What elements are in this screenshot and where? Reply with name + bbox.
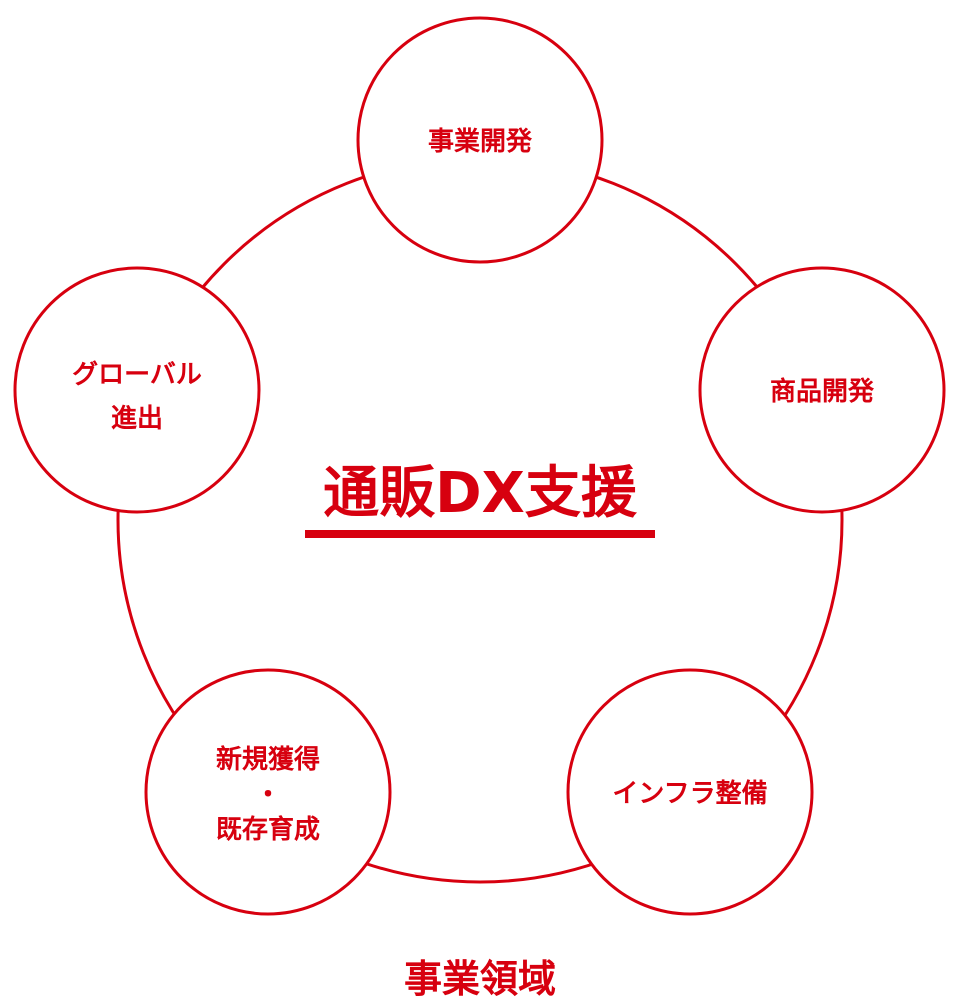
node-product-development: 商品開発	[698, 266, 946, 514]
node-global-expansion: グローバル 進出	[13, 266, 261, 514]
center-title-underline	[305, 530, 655, 538]
node-label-line: 商品開発	[770, 376, 875, 407]
node-label-line: 新規獲得	[216, 744, 320, 775]
node-label-line: 事業開発	[428, 127, 533, 157]
node-label-line: インフラ整備	[612, 778, 767, 809]
node-circle	[698, 266, 946, 514]
node-label-line: グローバル	[72, 360, 202, 390]
node-infrastructure: インフラ整備	[566, 668, 814, 916]
footer-label: 事業領域	[404, 957, 556, 1001]
node-label-line: 進出	[111, 404, 163, 434]
center-title: 通販DX支援	[323, 461, 638, 526]
node-acquisition-retention: 新規獲得 ・ 既存育成	[144, 668, 392, 916]
node-circle	[13, 266, 261, 514]
node-label-separator: ・	[255, 780, 281, 810]
node-circle	[566, 668, 814, 916]
node-business-development: 事業開発	[356, 16, 604, 264]
node-circle	[356, 16, 604, 264]
node-circle	[144, 668, 392, 916]
center-block: 通販DX支援	[305, 461, 655, 538]
node-label-line: 既存育成	[216, 814, 320, 845]
